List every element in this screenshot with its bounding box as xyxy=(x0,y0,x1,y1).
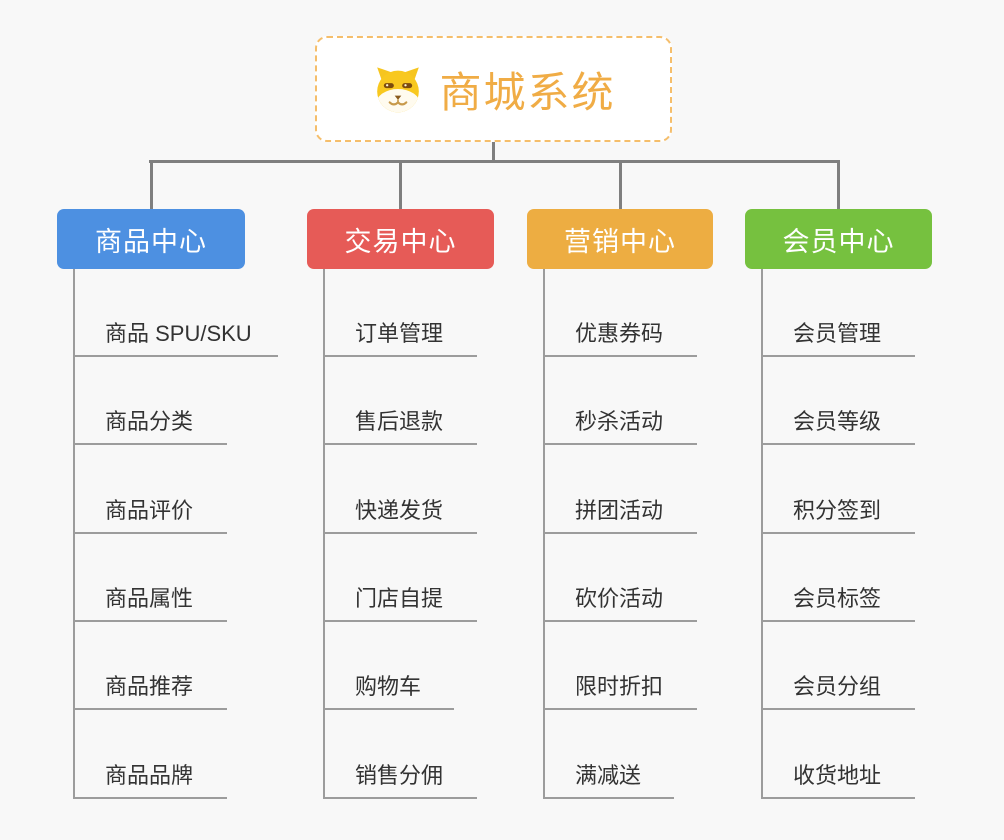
leaf-node[interactable]: 会员标签 xyxy=(761,582,915,622)
leaf-node[interactable]: 订单管理 xyxy=(323,317,477,357)
leaf-node[interactable]: 商品品牌 xyxy=(73,759,227,799)
connector-horizontal-bar xyxy=(149,160,840,163)
connector-drop-marketing-center xyxy=(619,160,622,209)
leaf-node[interactable]: 快递发货 xyxy=(323,494,477,534)
root-node-title: 商城系统 xyxy=(439,68,616,116)
leaf-node[interactable]: 门店自提 xyxy=(323,582,477,622)
leaf-node[interactable]: 收货地址 xyxy=(761,759,915,799)
branch-trunk-line xyxy=(73,269,75,799)
leaf-node[interactable]: 满减送 xyxy=(543,759,674,799)
leaf-node[interactable]: 会员分组 xyxy=(761,670,915,710)
connector-drop-product-center xyxy=(150,160,153,209)
connector-drop-member-center xyxy=(837,160,840,209)
leaf-node[interactable]: 商品属性 xyxy=(73,582,227,622)
root-node[interactable]: 商城系统 xyxy=(315,36,672,142)
leaf-node[interactable]: 拼团活动 xyxy=(543,494,697,534)
dog-face-icon xyxy=(371,64,425,114)
leaf-node[interactable]: 商品评价 xyxy=(73,494,227,534)
branch-trunk-line xyxy=(323,269,325,799)
leaf-node[interactable]: 售后退款 xyxy=(323,405,477,445)
leaf-node[interactable]: 会员管理 xyxy=(761,317,915,357)
branch-node-trade-center[interactable]: 交易中心 xyxy=(307,209,494,269)
leaf-node[interactable]: 积分签到 xyxy=(761,494,915,534)
leaf-node[interactable]: 优惠券码 xyxy=(543,317,697,357)
leaf-node[interactable]: 砍价活动 xyxy=(543,582,697,622)
leaf-node[interactable]: 限时折扣 xyxy=(543,670,697,710)
leaf-node[interactable]: 销售分佣 xyxy=(323,759,477,799)
leaf-node[interactable]: 会员等级 xyxy=(761,405,915,445)
leaf-node[interactable]: 商品 SPU/SKU xyxy=(73,317,278,357)
leaf-node[interactable]: 商品分类 xyxy=(73,405,227,445)
leaf-node[interactable]: 商品推荐 xyxy=(73,670,227,710)
connector-root-stub xyxy=(492,142,495,160)
branch-trunk-line xyxy=(543,269,545,799)
branch-trunk-line xyxy=(761,269,763,799)
branch-node-member-center[interactable]: 会员中心 xyxy=(745,209,932,269)
branch-node-marketing-center[interactable]: 营销中心 xyxy=(527,209,713,269)
connector-drop-trade-center xyxy=(399,160,402,209)
branch-node-product-center[interactable]: 商品中心 xyxy=(57,209,245,269)
leaf-node[interactable]: 购物车 xyxy=(323,670,454,710)
leaf-node[interactable]: 秒杀活动 xyxy=(543,405,697,445)
